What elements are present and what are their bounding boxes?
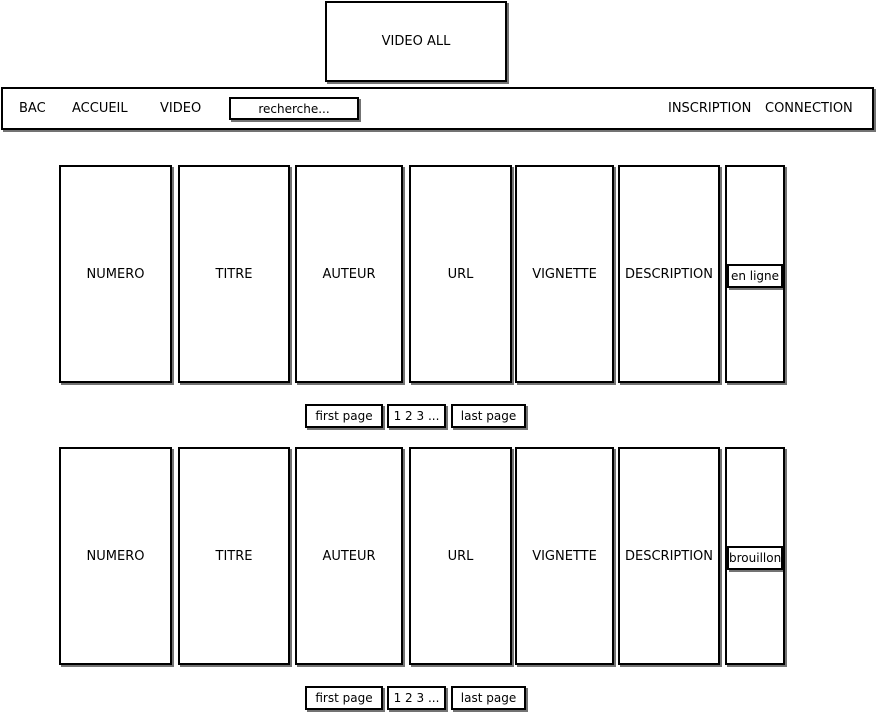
column-titre: TITRE: [178, 165, 290, 383]
first-page-button[interactable]: first page: [305, 404, 383, 428]
search-input[interactable]: [229, 97, 359, 120]
column-vignette: VIGNETTE: [515, 447, 614, 665]
column-description: DESCRIPTION: [618, 447, 720, 665]
status-button-brouillon[interactable]: brouillon: [727, 546, 783, 570]
column-label: URL: [447, 266, 474, 282]
column-label: TITRE: [215, 266, 253, 282]
column-label: NUMERO: [86, 548, 145, 564]
column-label: NUMERO: [86, 266, 145, 282]
column-label: VIGNETTE: [532, 548, 597, 564]
column-auteur: AUTEUR: [295, 165, 403, 383]
nav-connection[interactable]: CONNECTION: [765, 101, 853, 116]
column-numero: NUMERO: [59, 165, 172, 383]
column-label: DESCRIPTION: [625, 548, 713, 564]
column-status: en ligne: [725, 165, 785, 383]
first-page-button[interactable]: first page: [305, 686, 383, 710]
last-page-button[interactable]: last page: [451, 404, 526, 428]
navbar: BAC ACCUEIL VIDEO INSCRIPTION CONNECTION: [1, 87, 874, 130]
column-vignette: VIGNETTE: [515, 165, 614, 383]
last-page-button[interactable]: last page: [451, 686, 526, 710]
column-label: DESCRIPTION: [625, 266, 713, 282]
column-url: URL: [409, 165, 512, 383]
page-numbers[interactable]: 1 2 3 ...: [387, 404, 446, 428]
column-url: URL: [409, 447, 512, 665]
column-label: TITRE: [215, 548, 253, 564]
column-numero: NUMERO: [59, 447, 172, 665]
column-label: VIGNETTE: [532, 266, 597, 282]
status-button-en-ligne[interactable]: en ligne: [727, 264, 783, 288]
column-auteur: AUTEUR: [295, 447, 403, 665]
nav-video[interactable]: VIDEO: [160, 101, 202, 116]
page-numbers[interactable]: 1 2 3 ...: [387, 686, 446, 710]
column-label: URL: [447, 548, 474, 564]
nav-inscription[interactable]: INSCRIPTION: [668, 101, 752, 116]
page-title: VIDEO ALL: [325, 1, 507, 82]
nav-accueil[interactable]: ACCUEIL: [72, 101, 128, 116]
column-status: brouillon: [725, 447, 785, 665]
column-titre: TITRE: [178, 447, 290, 665]
nav-bac[interactable]: BAC: [19, 101, 46, 116]
column-label: AUTEUR: [322, 266, 376, 282]
column-label: AUTEUR: [322, 548, 376, 564]
column-description: DESCRIPTION: [618, 165, 720, 383]
page-title-text: VIDEO ALL: [381, 34, 451, 49]
